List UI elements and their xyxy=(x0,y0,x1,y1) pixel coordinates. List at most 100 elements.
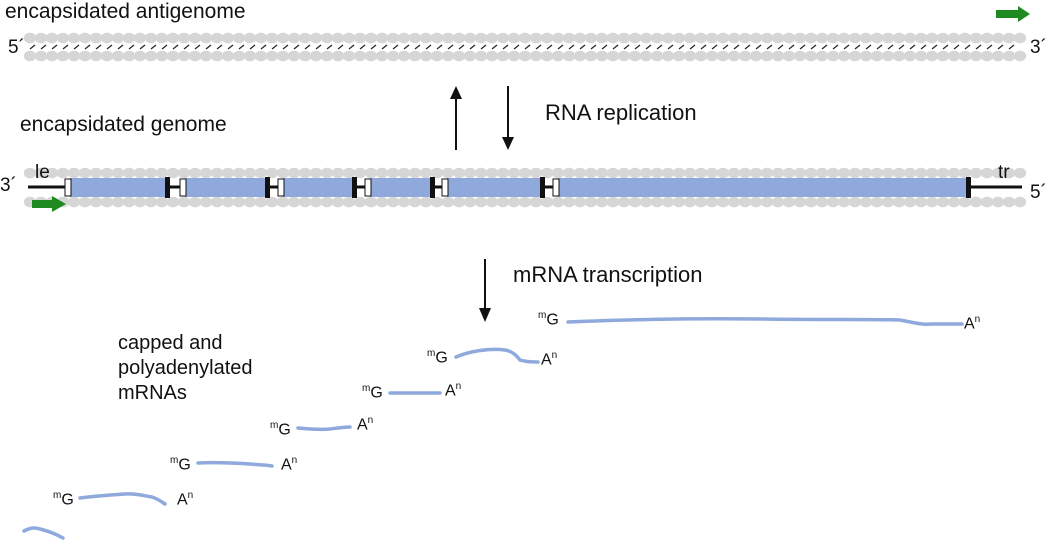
nucleoprotein-bead xyxy=(320,167,334,179)
nucleoprotein-bead xyxy=(474,196,488,208)
nucleoprotein-bead xyxy=(815,196,829,208)
nucleoprotein-bead xyxy=(254,167,268,179)
nucleoprotein-bead xyxy=(1002,167,1016,179)
nucleoprotein-bead xyxy=(947,196,961,208)
genome-label: encapsidated genome xyxy=(20,113,227,136)
nucleoprotein-bead xyxy=(430,50,444,62)
nucleoprotein-bead xyxy=(771,50,785,62)
rna-backbone-mark xyxy=(854,44,861,50)
nucleoprotein-bead xyxy=(375,196,389,208)
rna-backbone-mark xyxy=(876,44,883,50)
mrnas-label-line-3: mRNAs xyxy=(118,382,187,404)
nucleoprotein-bead xyxy=(969,50,983,62)
nucleoprotein-bead xyxy=(661,167,675,179)
nucleoprotein-bead xyxy=(78,196,92,208)
nucleoprotein-bead xyxy=(980,32,994,44)
nucleoprotein-bead xyxy=(408,32,422,44)
nucleoprotein-bead xyxy=(265,50,279,62)
nucleoprotein-bead xyxy=(320,50,334,62)
nucleoprotein-bead xyxy=(914,196,928,208)
rna-backbone-mark xyxy=(40,44,47,50)
rna-backbone-mark xyxy=(260,44,267,50)
nucleoprotein-bead xyxy=(111,50,125,62)
rna-backbone-mark xyxy=(447,44,454,50)
nucleoprotein-bead xyxy=(199,196,213,208)
rna-backbone-mark xyxy=(711,44,718,50)
rna-backbone-mark xyxy=(700,44,707,50)
nucleoprotein-bead xyxy=(463,32,477,44)
nucleoprotein-bead xyxy=(320,196,334,208)
nucleoprotein-bead xyxy=(375,167,389,179)
mrna-tail-6: An xyxy=(964,314,981,333)
nucleoprotein-bead xyxy=(419,167,433,179)
nucleoprotein-bead xyxy=(694,196,708,208)
rna-backbone-mark xyxy=(480,44,487,50)
nucleoprotein-bead xyxy=(595,32,609,44)
nucleoprotein-bead xyxy=(210,50,224,62)
rna-backbone-mark xyxy=(62,44,69,50)
nucleoprotein-bead xyxy=(408,196,422,208)
rna-backbone-mark xyxy=(832,44,839,50)
rna-backbone-mark xyxy=(249,44,256,50)
rna-backbone-mark xyxy=(84,44,91,50)
rna-backbone-mark xyxy=(623,44,630,50)
nucleoprotein-bead xyxy=(188,50,202,62)
rna-backbone-mark xyxy=(524,44,531,50)
nucleoprotein-bead xyxy=(331,50,345,62)
rna-backbone-mark xyxy=(205,44,212,50)
nucleoprotein-bead xyxy=(221,167,235,179)
nucleoprotein-bead xyxy=(650,50,664,62)
rna-backbone-mark xyxy=(425,44,432,50)
nucleoprotein-bead xyxy=(859,196,873,208)
nucleoprotein-bead xyxy=(540,167,554,179)
genome-5prime-end: 5´ xyxy=(1030,182,1047,203)
nucleoprotein-bead xyxy=(144,167,158,179)
gene-end-signal-4 xyxy=(430,177,435,198)
rna-backbone-mark xyxy=(590,44,597,50)
nucleoprotein-bead xyxy=(265,167,279,179)
trailer-label: tr xyxy=(998,162,1010,183)
nucleoprotein-bead xyxy=(683,32,697,44)
nucleoprotein-bead xyxy=(518,50,532,62)
nucleoprotein-bead xyxy=(408,167,422,179)
nucleoprotein-bead xyxy=(243,167,257,179)
mrna-transcription-label: mRNA transcription xyxy=(513,262,703,287)
nucleoprotein-bead xyxy=(342,196,356,208)
mrnas-label-line-1: capped and xyxy=(118,332,223,354)
nucleoprotein-bead xyxy=(606,50,620,62)
nucleoprotein-bead xyxy=(100,32,114,44)
nucleoprotein-bead xyxy=(782,32,796,44)
rna-backbone-mark xyxy=(733,44,740,50)
nucleoprotein-bead xyxy=(430,167,444,179)
genome-gene-segments xyxy=(64,177,971,198)
rna-backbone-mark xyxy=(29,44,36,50)
rna-backbone-mark xyxy=(513,44,520,50)
nucleoprotein-bead xyxy=(463,167,477,179)
nucleoprotein-bead xyxy=(353,50,367,62)
nucleoprotein-bead xyxy=(661,32,675,44)
nucleoprotein-bead xyxy=(562,196,576,208)
nucleoprotein-bead xyxy=(309,50,323,62)
nucleoprotein-bead xyxy=(463,50,477,62)
nucleoprotein-bead xyxy=(628,32,642,44)
nucleoprotein-bead xyxy=(309,196,323,208)
nucleoprotein-bead xyxy=(617,50,631,62)
nucleoprotein-bead xyxy=(441,167,455,179)
mrna-strand-partial xyxy=(22,526,65,540)
nucleoprotein-bead xyxy=(925,50,939,62)
nucleoprotein-bead xyxy=(837,32,851,44)
nucleoprotein-bead xyxy=(485,32,499,44)
nucleoprotein-bead xyxy=(683,167,697,179)
nucleoprotein-bead xyxy=(276,32,290,44)
nucleoprotein-bead xyxy=(661,50,675,62)
nucleoprotein-bead xyxy=(353,196,367,208)
nucleoprotein-bead xyxy=(826,50,840,62)
nucleoprotein-bead xyxy=(738,196,752,208)
nucleoprotein-bead xyxy=(441,50,455,62)
nucleoprotein-bead xyxy=(782,196,796,208)
rna-backbone-mark xyxy=(535,44,542,50)
nucleoprotein-bead xyxy=(298,196,312,208)
nucleoprotein-bead xyxy=(133,196,147,208)
nucleoprotein-bead xyxy=(672,32,686,44)
nucleoprotein-bead xyxy=(56,167,70,179)
